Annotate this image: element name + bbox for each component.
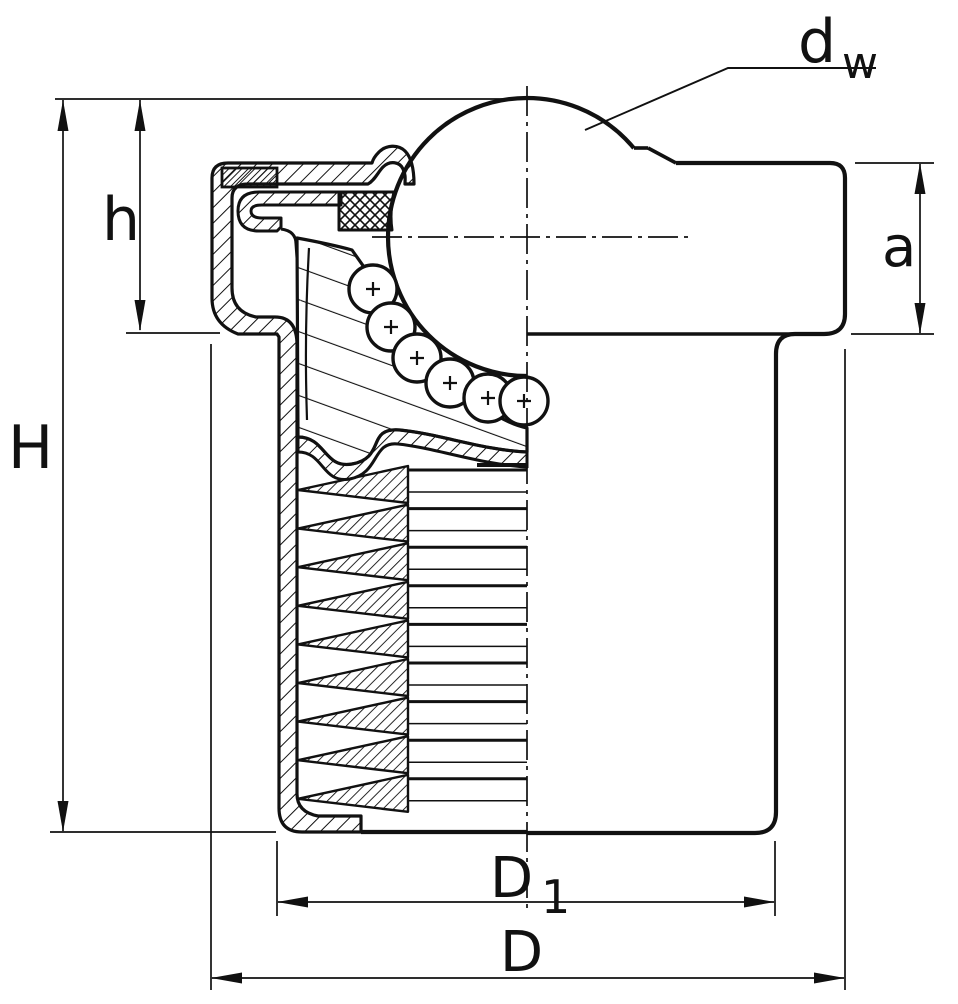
label-H: H [8,413,53,483]
label-dw-main: d [798,7,836,77]
bearing-ball [347,263,399,315]
bearing-balls [347,263,550,427]
label-dw-sub: w [842,38,878,89]
centerlines [372,86,690,912]
thread-section [296,464,529,814]
housing-outline-right [361,146,848,836]
label-D: D [500,920,543,985]
dimension-labels: H h a d w D 1 D [8,7,916,985]
bearing-ball [498,375,550,427]
retaining-ring-section [220,166,279,189]
dimension-system [50,67,934,990]
seal-ring-section [337,190,396,232]
label-h: h [102,185,140,255]
label-D1-sub: 1 [541,870,570,924]
label-a: a [882,215,916,280]
leader-dw [584,67,876,131]
outer-housing-section [210,144,416,834]
dimension-arrows [57,100,926,984]
label-D1-main: D [490,846,533,911]
